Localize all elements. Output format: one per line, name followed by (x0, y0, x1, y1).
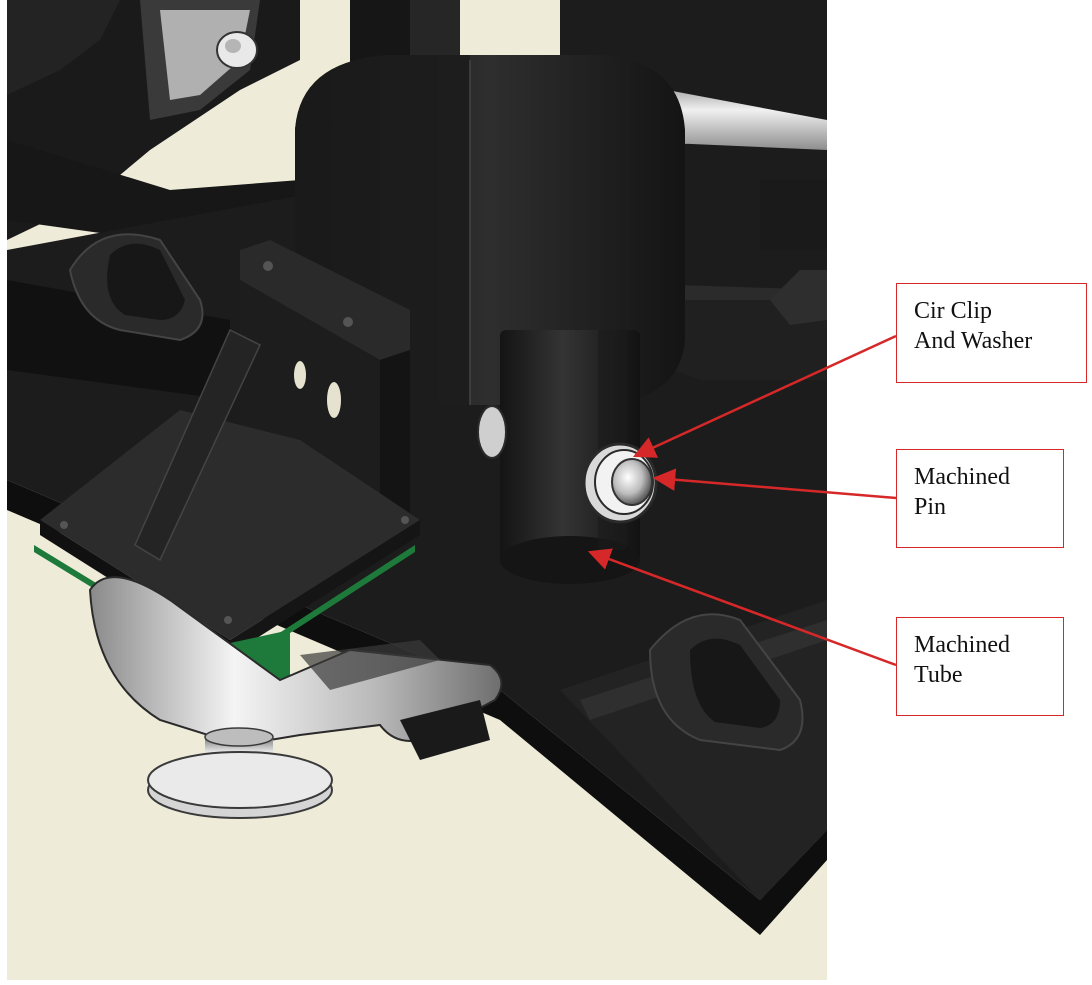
callout-line: Tube (914, 662, 963, 688)
arrow-machined-pin (652, 468, 897, 500)
arrow-cir-clip (632, 334, 897, 458)
callout-line: Machined (914, 464, 1010, 490)
arrow-machined-tube (587, 548, 897, 667)
callout-line: Machined (914, 632, 1010, 658)
callout-line: And Washer (914, 328, 1033, 354)
frame-corner (7, 0, 300, 240)
callout-line: Pin (914, 494, 947, 520)
leveling-foot (147, 727, 333, 819)
callout-machined-pin: Machined Pin (896, 449, 1064, 548)
clamp-lever (88, 576, 503, 760)
leader-arrows (587, 334, 897, 667)
callout-cir-clip-and-washer: Cir Clip And Washer (896, 283, 1087, 383)
machined-pin-icon (611, 458, 653, 506)
callout-machined-tube: Machined Tube (896, 617, 1064, 716)
callout-line: Cir Clip (914, 298, 993, 324)
right-slot (648, 613, 804, 752)
side-pin (477, 405, 507, 459)
left-slot (7, 233, 230, 400)
